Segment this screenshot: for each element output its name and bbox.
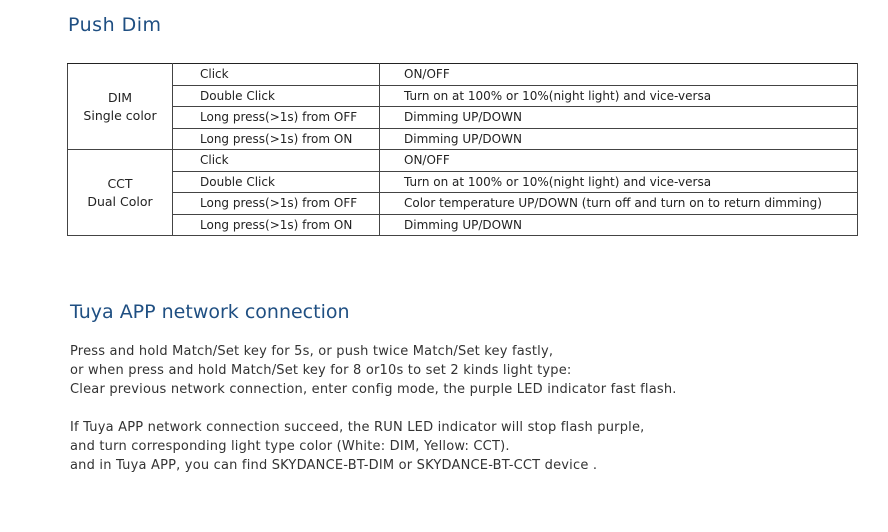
result-cell: ON/OFF [379, 149, 858, 172]
result-cell: Dimming UP/DOWN [379, 106, 858, 129]
action-cell: Long press(>1s) from ON [172, 213, 380, 236]
push-dim-heading: Push Dim [68, 14, 162, 36]
result-cell: Color temperature UP/DOWN (turn off and … [379, 192, 858, 215]
paragraph-line: If Tuya APP network connection succeed, … [70, 420, 645, 435]
tuya-heading: Tuya APP network connection [70, 301, 350, 323]
paragraph-line: Clear previous network connection, enter… [70, 382, 677, 397]
table-row: Long press(>1s) from ON Dimming UP/DOWN [68, 127, 858, 150]
group-name: DIM [107, 89, 133, 105]
action-cell: Long press(>1s) from ON [172, 127, 380, 150]
table-row: Double Click Turn on at 100% or 10%(nigh… [68, 84, 858, 107]
tuya-success-paragraph: If Tuya APP network connection succeed, … [70, 418, 645, 475]
group-subname: Single color [83, 107, 157, 123]
action-cell: Click [172, 63, 380, 86]
action-cell: Long press(>1s) from OFF [172, 106, 380, 129]
action-cell: Click [172, 149, 380, 172]
paragraph-line: or when press and hold Match/Set key for… [70, 363, 572, 378]
action-cell: Double Click [172, 170, 380, 193]
result-cell: Dimming UP/DOWN [379, 213, 858, 236]
paragraph-line: Press and hold Match/Set key for 5s, or … [70, 344, 554, 359]
tuya-instructions-paragraph: Press and hold Match/Set key for 5s, or … [70, 342, 677, 399]
group-subname: Dual Color [87, 193, 153, 209]
paragraph-line: and in Tuya APP, you can find SKYDANCE-B… [70, 458, 598, 473]
push-dim-table: DIM Single color Click ON/OFF Double Cli… [67, 63, 858, 236]
group-cell-dim: DIM Single color [67, 63, 173, 150]
result-cell: Dimming UP/DOWN [379, 127, 858, 150]
table-row: CCT Dual Color Click ON/OFF [67, 149, 858, 236]
table-row: Double Click Turn on at 100% or 10%(nigh… [68, 170, 858, 193]
action-cell: Long press(>1s) from OFF [172, 192, 380, 215]
group-cell-cct: CCT Dual Color [67, 149, 173, 236]
result-cell: Turn on at 100% or 10%(night light) and … [379, 170, 858, 193]
paragraph-line: and turn corresponding light type color … [70, 439, 510, 454]
table-row: DIM Single color Click ON/OFF [67, 63, 858, 150]
action-cell: Double Click [172, 84, 380, 107]
result-cell: Turn on at 100% or 10%(night light) and … [379, 84, 858, 107]
table-row: Long press(>1s) from ON Dimming UP/DOWN [68, 213, 858, 236]
table-row: Long press(>1s) from OFF Dimming UP/DOWN [68, 106, 858, 129]
group-name: CCT [107, 175, 133, 191]
result-cell: ON/OFF [379, 63, 858, 86]
table-row: Long press(>1s) from OFF Color temperatu… [68, 192, 858, 215]
